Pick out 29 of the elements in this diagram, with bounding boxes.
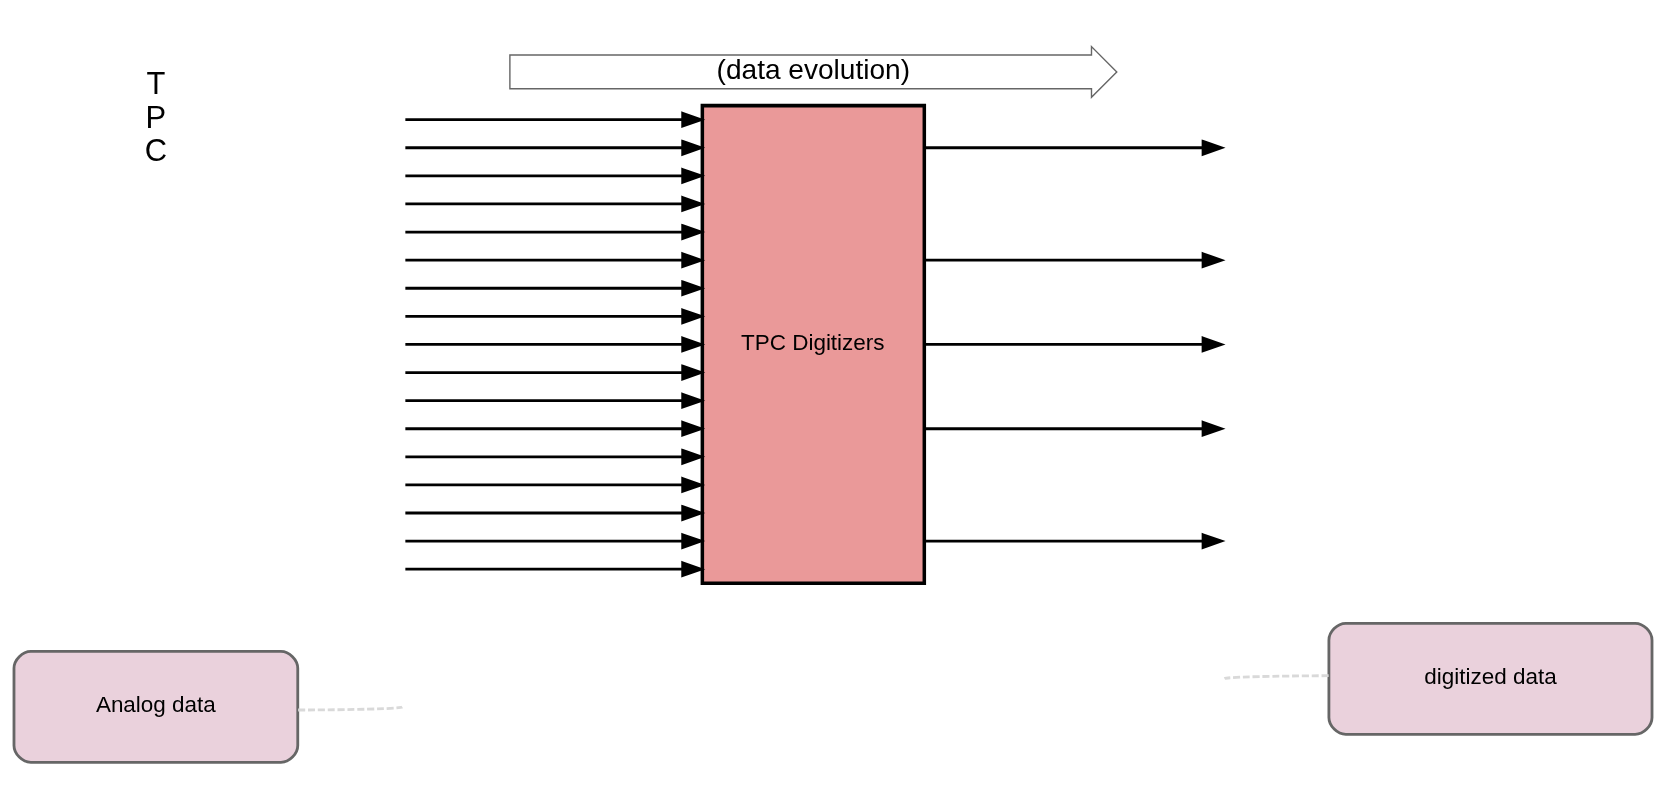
arrow	[405, 447, 706, 465]
arrow	[925, 419, 1226, 437]
node-box: digitized data	[1327, 621, 1654, 736]
connector	[1224, 673, 1329, 680]
arrow	[405, 560, 706, 578]
arrow	[405, 476, 706, 493]
arrow	[405, 307, 706, 325]
node-box: TPC Digitizers	[700, 103, 927, 585]
arrow	[405, 504, 706, 521]
arrow	[405, 195, 706, 212]
arrow	[405, 223, 706, 240]
arrow	[925, 251, 1226, 269]
arrow	[405, 167, 706, 184]
arrow	[405, 138, 706, 156]
arrow	[405, 335, 706, 353]
node-box: Analog data	[12, 649, 300, 764]
arrow	[925, 532, 1226, 549]
arrow	[405, 419, 706, 437]
arrow	[405, 532, 706, 549]
connector	[298, 705, 403, 711]
arrow	[405, 251, 706, 269]
arrow	[405, 391, 706, 409]
label: T P C	[144, 65, 168, 168]
arrow	[405, 279, 706, 297]
arrow	[405, 110, 706, 128]
arrow	[925, 335, 1226, 353]
arrow	[405, 363, 706, 381]
label: (data evolution)	[716, 53, 911, 85]
arrow	[925, 138, 1226, 156]
